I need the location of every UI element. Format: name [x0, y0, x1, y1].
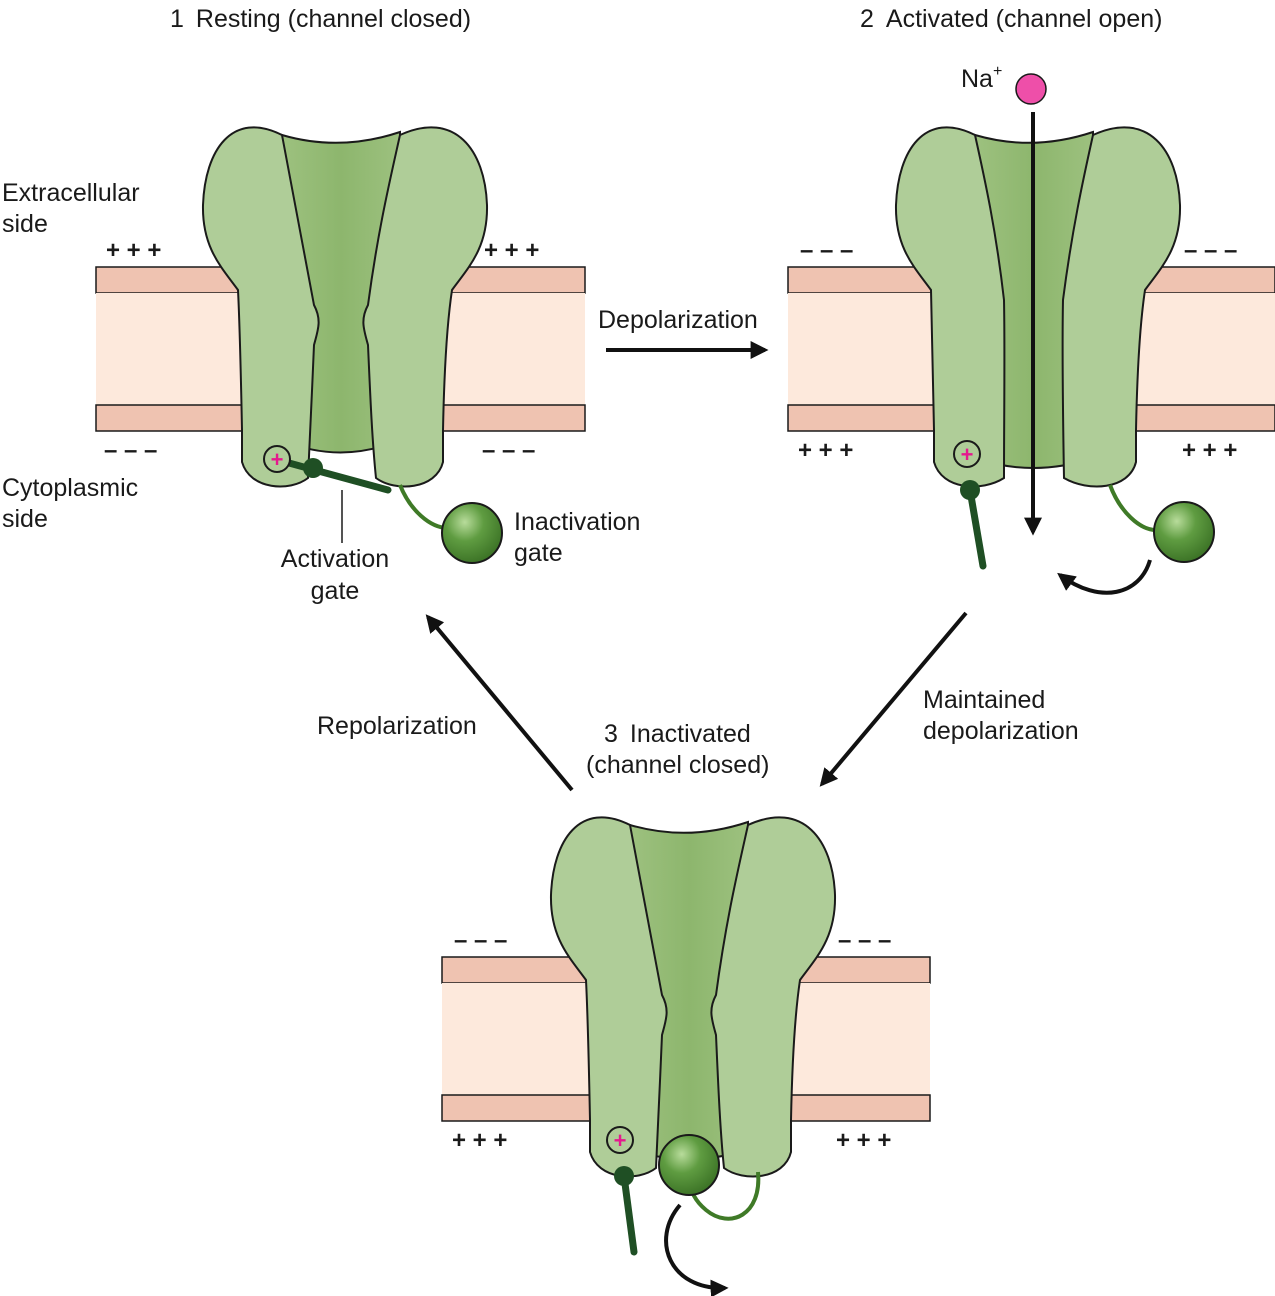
- channel-activated: [894, 126, 1182, 488]
- label-extracellular-2: side: [2, 210, 48, 238]
- inactivation-ball-2: [1153, 501, 1215, 563]
- label-cytoplasmic-2: side: [2, 505, 48, 533]
- title-inactivated-2: (channel closed): [586, 751, 769, 779]
- label-cytoplasmic-1: Cytoplasmic: [2, 474, 138, 502]
- channel-resting: [201, 126, 489, 488]
- activation-gate-inactivated: +: [606, 1126, 638, 1256]
- channel-inactivated: [549, 816, 837, 1178]
- panel-inactivated: + – – – – – – + + + + + +: [441, 816, 931, 1296]
- label-sodium: Na+: [961, 63, 1002, 93]
- sodium-ion: [1015, 73, 1047, 105]
- label-extracellular-1: Extracellular: [2, 179, 140, 207]
- charge-cyt-right-1: – – –: [482, 437, 535, 464]
- arrow-maintained-depolarization: [819, 611, 968, 787]
- ball-swing-arrow-2: [1057, 559, 1152, 595]
- charge-ext-right-1: + + +: [484, 237, 539, 264]
- activation-gate-resting: +: [263, 445, 392, 494]
- panel-activated: + – – – – – – + + + + + +: [787, 73, 1275, 595]
- inactivation-gate-activated: [1108, 484, 1215, 563]
- inactivation-gate-inactivated: [658, 1134, 761, 1221]
- charge-ext-left-1: + + +: [106, 237, 161, 264]
- gate-charge-3: +: [614, 1128, 627, 1153]
- charge-ext-right-2: – – –: [1184, 237, 1237, 264]
- charge-cyt-right-3: + + +: [836, 1127, 891, 1154]
- activation-gate-activated: +: [953, 440, 987, 570]
- gate-charge-1: +: [271, 447, 284, 472]
- arrow-repolarization: [425, 614, 574, 792]
- charge-ext-left-2: – – –: [800, 237, 853, 264]
- label-repolarization: Repolarization: [317, 712, 477, 740]
- label-inactivation-gate-1: Inactivation: [514, 508, 640, 536]
- label-maintained-1: Maintained: [923, 686, 1045, 714]
- inactivation-ball-3: [658, 1134, 720, 1196]
- inactivation-ball-1: [441, 502, 503, 564]
- label-activation-gate-2: gate: [311, 577, 360, 605]
- charge-ext-left-3: – – –: [454, 927, 507, 954]
- ball-swing-arrow-3: [664, 1203, 729, 1296]
- charge-cyt-left-3: + + +: [452, 1127, 507, 1154]
- charge-cyt-left-1: – – –: [104, 437, 157, 464]
- label-activation-gate-1: Activation: [281, 545, 389, 573]
- inactivation-gate-resting: [398, 484, 503, 564]
- charge-ext-right-3: – – –: [838, 927, 891, 954]
- charge-cyt-right-2: + + +: [1182, 437, 1237, 464]
- label-depolarization: Depolarization: [598, 306, 758, 334]
- panel-resting: + + + + + + + – – – – – –: [95, 126, 586, 564]
- gate-charge-2: +: [961, 442, 974, 467]
- charge-cyt-left-2: + + +: [798, 437, 853, 464]
- label-inactivation-gate-2: gate: [514, 539, 563, 567]
- label-maintained-2: depolarization: [923, 717, 1079, 745]
